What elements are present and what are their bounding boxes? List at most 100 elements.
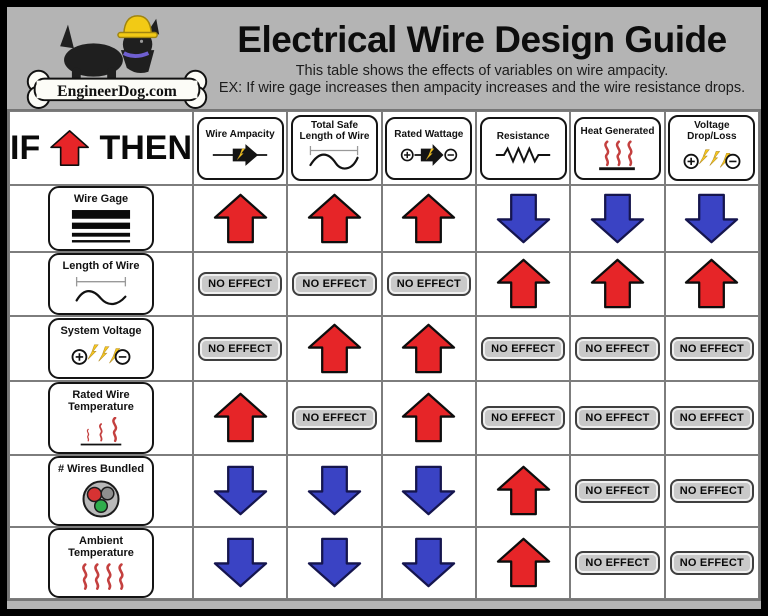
column-header-box: Resistance <box>479 116 567 180</box>
row-header-label: # Wires Bundled <box>57 463 145 476</box>
column-header-label: Rated Wattage <box>394 129 464 140</box>
effect-increase <box>570 251 665 317</box>
effect-decrease <box>287 526 382 599</box>
ambient-temp-icon <box>75 563 127 591</box>
rated-wire-temp-icon <box>76 417 126 447</box>
effects-table: IF THEN Wire Ampacity Total Safe Length … <box>7 109 761 601</box>
effect-none: NO EFFECT <box>287 380 382 456</box>
logo-text: EngineerDog.com <box>57 83 177 100</box>
increase-arrow-icon <box>495 464 552 517</box>
resistance-icon <box>494 145 552 165</box>
wire-gage-icon <box>70 209 132 244</box>
effect-decrease <box>193 455 288 527</box>
column-header-label: Wire Ampacity <box>205 129 275 140</box>
decrease-arrow-icon <box>683 192 740 245</box>
no-effect-badge: NO EFFECT <box>292 405 377 430</box>
increase-arrow-icon <box>400 192 457 245</box>
then-label: THEN <box>99 128 192 167</box>
dog-mascot-icon <box>60 15 160 84</box>
column-header-label: Total Safe Length of Wire <box>299 120 370 142</box>
effect-decrease <box>664 185 759 252</box>
no-effect-badge: NO EFFECT <box>481 405 566 430</box>
wire-ampacity-icon <box>211 143 269 167</box>
decrease-arrow-icon <box>212 536 269 589</box>
effect-increase <box>381 380 476 456</box>
voltage-drop-icon <box>683 145 741 176</box>
rated-wattage-icon <box>400 143 458 167</box>
effect-decrease <box>287 455 382 527</box>
increase-arrow-icon <box>683 257 740 310</box>
no-effect-badge: NO EFFECT <box>292 271 377 296</box>
row-header-box: Wire Gage <box>48 186 154 251</box>
system-voltage-icon <box>71 340 131 372</box>
effect-increase <box>664 251 759 317</box>
effect-decrease <box>570 185 665 252</box>
header-band: EngineerDog.com Electrical Wire Design G… <box>7 7 761 109</box>
row-header-box: System Voltage <box>48 317 154 380</box>
no-effect-badge: NO EFFECT <box>198 271 283 296</box>
row-header-box: Rated Wire Temperature <box>48 381 154 455</box>
row-header-label: Wire Gage <box>73 193 129 205</box>
increase-arrow-icon <box>212 192 269 245</box>
no-effect-badge: NO EFFECT <box>198 336 283 361</box>
effect-increase <box>381 185 476 252</box>
row-header-wires-bundled: # Wires Bundled <box>9 455 193 527</box>
increase-arrow-icon <box>400 391 457 444</box>
if-label: IF <box>10 128 41 167</box>
column-header-box: Heat Generated <box>573 116 661 180</box>
effect-decrease <box>381 455 476 527</box>
no-effect-badge: NO EFFECT <box>481 336 566 361</box>
column-header-label: Resistance <box>496 131 550 142</box>
effect-none: NO EFFECT <box>664 526 759 599</box>
effect-none: NO EFFECT <box>664 316 759 381</box>
effect-increase <box>381 316 476 381</box>
column-header-voltage-drop: Voltage Drop/Loss <box>664 111 759 185</box>
no-effect-badge: NO EFFECT <box>669 405 754 430</box>
increase-arrow-icon <box>49 123 90 173</box>
poster-inner: EngineerDog.com Electrical Wire Design G… <box>7 7 761 609</box>
page-title: Electrical Wire Design Guide <box>237 19 727 60</box>
heat-generated-icon <box>592 140 642 171</box>
effect-increase <box>287 316 382 381</box>
effect-none: NO EFFECT <box>476 380 571 456</box>
decrease-arrow-icon <box>212 464 269 517</box>
wires-bundled-icon <box>81 479 121 519</box>
engineerdog-logo: EngineerDog.com <box>26 15 208 109</box>
decrease-arrow-icon <box>306 536 363 589</box>
increase-arrow-icon <box>306 322 363 375</box>
effect-none: NO EFFECT <box>570 526 665 599</box>
increase-arrow-icon <box>495 257 552 310</box>
decrease-arrow-icon <box>400 464 457 517</box>
effect-none: NO EFFECT <box>664 380 759 456</box>
decrease-arrow-icon <box>400 536 457 589</box>
title-block: Electrical Wire Design Guide This table … <box>213 19 761 97</box>
effect-none: NO EFFECT <box>193 316 288 381</box>
no-effect-badge: NO EFFECT <box>575 336 660 361</box>
column-header-box: Total Safe Length of Wire <box>290 115 378 181</box>
row-header-label: Rated Wire Temperature <box>68 388 134 414</box>
column-header-rated-wattage: Rated Wattage <box>381 111 476 185</box>
subtitle-line-1: This table shows the effects of variable… <box>295 63 669 79</box>
row-header-wire-gage: Wire Gage <box>9 185 193 252</box>
effect-none: NO EFFECT <box>570 380 665 456</box>
row-header-label: Length of Wire <box>62 260 140 273</box>
decrease-arrow-icon <box>589 192 646 245</box>
column-header-safe-length: Total Safe Length of Wire <box>287 111 382 185</box>
effect-decrease <box>381 526 476 599</box>
column-header-box: Wire Ampacity <box>196 116 284 180</box>
row-header-label: Ambient Temperature <box>68 534 134 560</box>
effect-increase <box>193 185 288 252</box>
no-effect-badge: NO EFFECT <box>575 405 660 430</box>
row-header-length-of-wire: Length of Wire <box>9 251 193 317</box>
effect-increase <box>476 251 571 317</box>
no-effect-badge: NO EFFECT <box>669 336 754 361</box>
increase-arrow-icon <box>589 257 646 310</box>
increase-arrow-icon <box>495 536 552 589</box>
effect-none: NO EFFECT <box>381 251 476 317</box>
increase-arrow-icon <box>400 322 457 375</box>
column-header-box: Voltage Drop/Loss <box>668 115 756 181</box>
effect-increase <box>287 185 382 252</box>
row-header-rated-wire-temperature: Rated Wire Temperature <box>9 380 193 456</box>
column-header-label: Heat Generated <box>580 125 655 137</box>
if-then-legend: IF THEN <box>9 111 193 185</box>
